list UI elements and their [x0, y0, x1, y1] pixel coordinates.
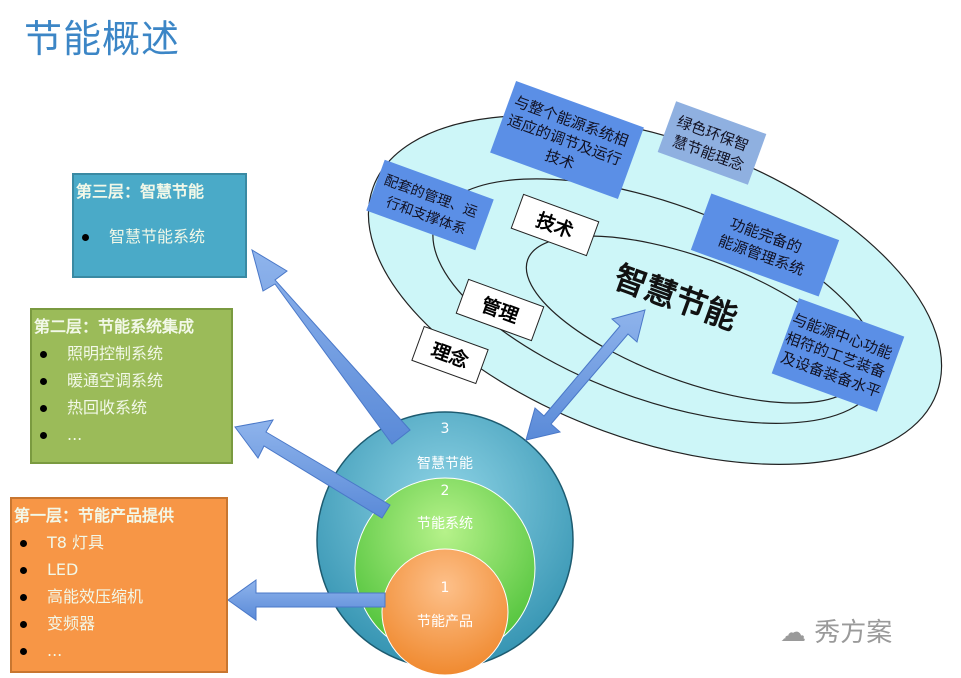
- list-item: 暖通空调系统: [32, 367, 231, 394]
- layer-1-heading: 第一层：节能产品提供: [14, 506, 175, 525]
- note-tech: 与整个能源系统相 适应的调节及运行 技术: [490, 81, 644, 199]
- page-title: 节能概述: [24, 17, 181, 61]
- level-mgmt: 管理: [455, 278, 545, 342]
- arrow-to-layer-3: [251, 248, 411, 445]
- list-item: 智慧节能系统: [74, 223, 245, 250]
- bullet-icon: [20, 567, 27, 574]
- bullet-icon: [20, 648, 27, 655]
- arrow-double-smart: [525, 309, 646, 441]
- list-item: ...: [12, 637, 226, 664]
- list-item: T8 灯具: [12, 529, 226, 556]
- list-item: 热回收系统: [32, 394, 231, 421]
- level-tech: 技术: [510, 193, 600, 257]
- circle-2-label: 节能系统: [417, 516, 473, 532]
- list-item: ...: [32, 421, 231, 448]
- circle-3-number: 3: [441, 421, 450, 437]
- layer-3-box: 第三层：智慧节能 智慧节能系统: [72, 173, 247, 278]
- bullet-icon: [40, 405, 47, 412]
- layer-3-heading: 第三层：智慧节能: [76, 182, 205, 201]
- bullet-icon: [82, 234, 89, 241]
- level-idea: 理念: [411, 325, 489, 385]
- circle-2-number: 2: [441, 483, 450, 499]
- note-energy: 功能完备的 能源管理系统: [690, 193, 840, 297]
- bullet-icon: [20, 621, 27, 628]
- circle-1-label: 节能产品: [417, 614, 473, 630]
- layer-2-box: 第二层：节能系统集成 照明控制系统 暖通空调系统 热回收系统 ...: [30, 308, 233, 464]
- note-equip: 与能源中心功能 相符的工艺装备 及设备装备水平: [771, 298, 905, 412]
- bullet-icon: [40, 351, 47, 358]
- circle-layer-1: [381, 548, 509, 676]
- list-item: 高能效压缩机: [12, 583, 226, 610]
- circle-3-label: 智慧节能: [417, 456, 473, 472]
- arrow-to-layer-1: [227, 579, 386, 621]
- bullet-icon: [20, 594, 27, 601]
- watermark: ☁ 秀方案: [780, 618, 893, 648]
- list-item: 变频器: [12, 610, 226, 637]
- layer-2-heading: 第二层：节能系统集成: [34, 317, 195, 336]
- list-item: LED: [12, 556, 226, 583]
- wechat-icon: ☁: [780, 618, 806, 648]
- circle-1-number: 1: [441, 580, 450, 596]
- arrow-to-layer-2: [234, 419, 391, 519]
- list-item: 照明控制系统: [32, 340, 231, 367]
- bullet-icon: [20, 540, 27, 547]
- layer-1-box: 第一层：节能产品提供 T8 灯具 LED 高能效压缩机 变频器 ...: [10, 497, 228, 673]
- bullet-icon: [40, 432, 47, 439]
- bullet-icon: [40, 378, 47, 385]
